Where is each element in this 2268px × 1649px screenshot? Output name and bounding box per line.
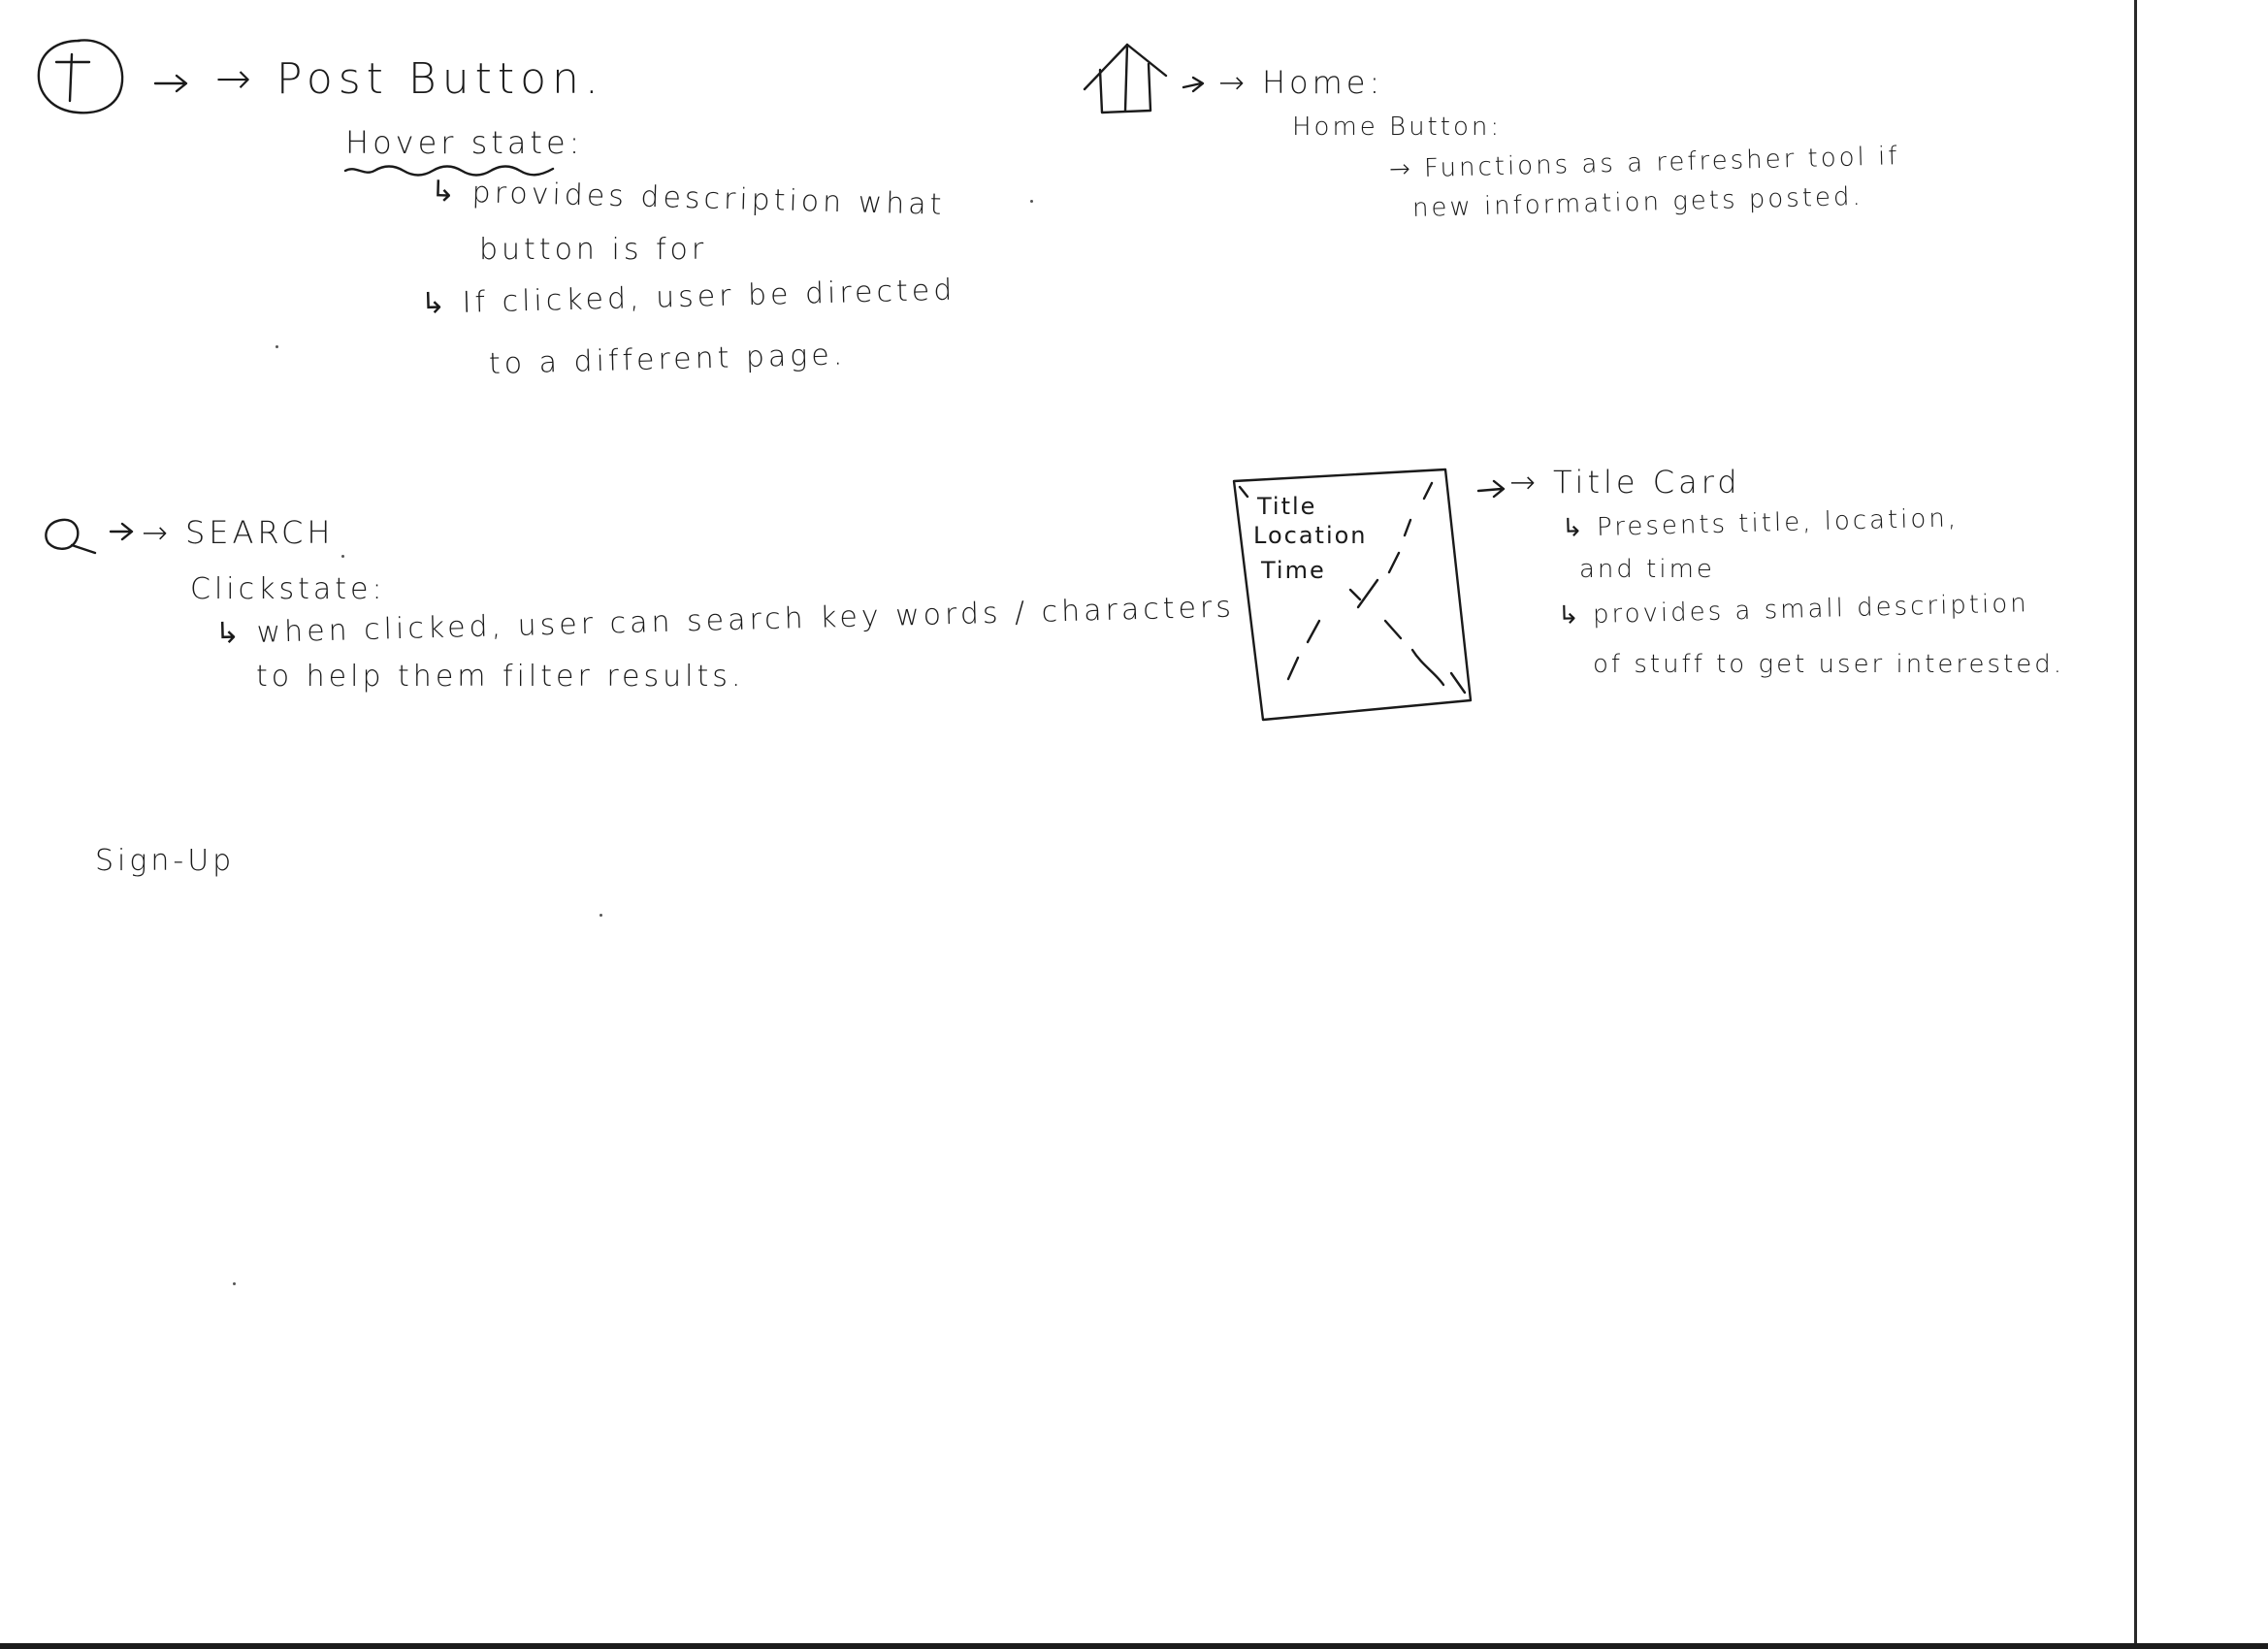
paper-right-edge bbox=[2134, 0, 2137, 1649]
scan-speck bbox=[233, 1282, 236, 1285]
title-card-heading: → Title Card bbox=[1509, 464, 1741, 501]
scan-speck bbox=[1030, 200, 1033, 203]
scan-speck bbox=[341, 555, 344, 558]
paper-bottom-edge bbox=[0, 1643, 2268, 1649]
arrow-post bbox=[153, 74, 188, 93]
card-title-text: Title bbox=[1257, 493, 1317, 520]
magnifier-icon bbox=[45, 518, 97, 555]
title-card-sketch bbox=[1232, 468, 1473, 722]
search-note-2: to help them filter results. bbox=[256, 660, 745, 694]
scan-margin bbox=[2137, 0, 2268, 1643]
home-button-label: Home Button: bbox=[1292, 113, 1503, 142]
hover-note-1b: button is for bbox=[479, 233, 708, 267]
house-icon bbox=[1083, 43, 1168, 114]
card-time-text: Time bbox=[1261, 557, 1326, 584]
hover-state-label: Hover state: bbox=[345, 124, 584, 161]
arrow-title-card bbox=[1476, 479, 1506, 499]
title-card-note-2b: of stuff to get user interested. bbox=[1593, 650, 2065, 679]
plus-circle-icon bbox=[37, 39, 124, 114]
arrow-home bbox=[1182, 76, 1205, 93]
search-title: → SEARCH bbox=[142, 514, 335, 551]
scan-speck bbox=[275, 345, 278, 348]
scan-speck bbox=[599, 914, 602, 917]
title-card-note-1b: and time bbox=[1579, 555, 1715, 584]
click-state-label: Clickstate: bbox=[190, 572, 386, 606]
post-button-title: → Post Button. bbox=[215, 54, 604, 104]
paper-sheet bbox=[0, 0, 2134, 1643]
card-location-text: Location bbox=[1253, 522, 1368, 549]
hover-state-underline bbox=[343, 165, 555, 177]
arrow-search bbox=[109, 522, 134, 541]
home-title: → Home: bbox=[1218, 64, 1384, 101]
sign-up-label: Sign-Up bbox=[95, 844, 236, 878]
